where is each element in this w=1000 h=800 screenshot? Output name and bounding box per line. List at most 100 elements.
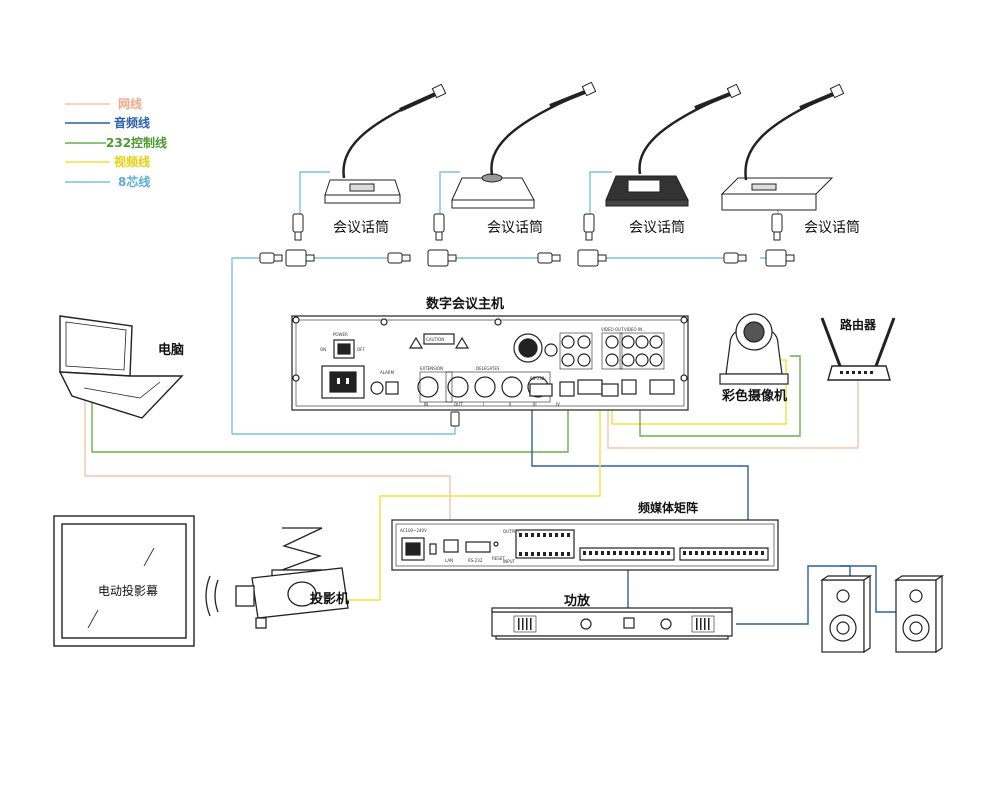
legend: 网线 音频线 232控制线 视频线 8芯线	[65, 96, 167, 189]
projector-label: 投影机	[310, 591, 349, 607]
t-connector	[537, 213, 607, 267]
speaker-1	[820, 574, 872, 654]
terminal-pin	[595, 551, 598, 555]
terminal-pin	[543, 533, 546, 537]
terminal-pin	[719, 551, 722, 555]
router-label: 路由器	[840, 317, 877, 332]
terminal-pin	[549, 552, 552, 556]
computer	[58, 315, 184, 419]
host-out-label: OUT	[454, 402, 463, 407]
matrix-rs232-label: RS-232	[468, 558, 483, 563]
host-power-label: POWER	[333, 332, 348, 337]
computer-label: 电脑	[158, 342, 184, 358]
terminal-pin	[749, 551, 752, 555]
host-port-label: II	[509, 402, 511, 407]
cable-audio-host-matrix	[531, 400, 749, 548]
cable-control-computer	[91, 398, 569, 453]
camera-label: 彩色摄像机	[721, 388, 787, 404]
terminal-pin	[695, 551, 698, 555]
t-connector	[723, 213, 795, 267]
projector	[205, 527, 349, 629]
matrix-power-label: AC100~240V	[400, 528, 427, 533]
terminal-pin	[731, 551, 734, 555]
terminal-pin	[683, 551, 686, 555]
cable-network-computer	[84, 400, 451, 545]
terminal-pin	[643, 551, 646, 555]
host-cable-plug	[450, 411, 460, 427]
cable-8core-chain	[231, 257, 780, 434]
matrix-label: 频媒体矩阵	[638, 500, 698, 515]
host-label: 数字会议主机	[426, 296, 504, 312]
terminal-pin	[701, 551, 704, 555]
host-rs232-label: RS-232	[530, 376, 545, 381]
terminal-pin	[583, 551, 586, 555]
speaker-2	[894, 574, 944, 654]
microphone-2	[451, 81, 597, 209]
legend-item-audio: 音频线	[65, 115, 150, 130]
host-port-label: III	[533, 402, 537, 407]
terminal-pin	[607, 551, 610, 555]
terminal-pin	[531, 533, 534, 537]
t-connector	[259, 213, 315, 267]
host-delegates-label: DELEGATES	[476, 366, 500, 371]
terminal-pin	[549, 533, 552, 537]
terminal-pin	[737, 551, 740, 555]
screen-label: 电动投影幕	[98, 583, 158, 598]
terminal-pin	[631, 551, 634, 555]
host-on-label: ON	[320, 347, 326, 352]
terminal-pin	[613, 551, 616, 555]
terminal-pin	[637, 551, 640, 555]
terminal-pin	[555, 533, 558, 537]
terminal-pin	[537, 533, 540, 537]
host-off-label: OFF	[357, 347, 365, 352]
terminal-pin	[619, 551, 622, 555]
matrix-input-label: INPUT	[503, 559, 516, 564]
amplifier-label: 功放	[564, 593, 591, 609]
terminal-pin	[519, 533, 522, 537]
terminal-pin	[589, 551, 592, 555]
host-port-label: I	[483, 402, 484, 407]
matrix-phoenix-pins	[519, 533, 764, 556]
host-video-out-label: VIDEO OUT	[601, 327, 624, 332]
terminal-pin	[543, 552, 546, 556]
cable-network-router	[607, 378, 859, 449]
cable-audio-amp-speaker1	[736, 565, 851, 625]
microphone-3	[605, 83, 742, 207]
terminal-pin	[525, 552, 528, 556]
terminal-pin	[707, 551, 710, 555]
legend-label: 8芯线	[118, 174, 150, 189]
host-video-in-label: VIDEO IN	[624, 327, 642, 332]
cable-8core-mic1	[299, 171, 330, 240]
matrix-panel-text: AC100~240V LAN RS-232 RESET OUTPUT INPUT	[400, 528, 520, 564]
projection-screen	[53, 515, 195, 647]
legend-item-8core: 8芯线	[65, 174, 150, 189]
host-in-label: IN	[424, 402, 428, 407]
conference-host	[291, 315, 689, 411]
terminal-pin	[755, 551, 758, 555]
terminal-pin	[519, 552, 522, 556]
matrix-reset-label: RESET	[492, 556, 505, 561]
terminal-pin	[649, 551, 652, 555]
terminal-pin	[655, 551, 658, 555]
microphone-label: 会议话筒	[804, 219, 860, 236]
media-matrix	[391, 519, 779, 571]
host-extension-label: EXTENSION	[420, 366, 443, 371]
cable-8core-host	[232, 420, 456, 435]
terminal-pin	[661, 551, 664, 555]
terminal-pin	[567, 552, 570, 556]
router	[820, 317, 896, 381]
microphone-4	[720, 83, 845, 211]
legend-label: 232控制线	[106, 135, 167, 150]
legend-label: 音频线	[114, 115, 150, 130]
microphone-label: 会议话筒	[487, 219, 543, 236]
host-port-label: IV	[556, 402, 560, 407]
terminal-pin	[743, 551, 746, 555]
legend-label: 网线	[118, 96, 142, 111]
amplifier	[491, 607, 733, 640]
legend-item-control: 232控制线	[65, 135, 167, 150]
host-alarm-label: ALARM	[380, 370, 395, 375]
cable-control-camera	[639, 355, 801, 437]
terminal-pin	[531, 552, 534, 556]
terminal-pin	[725, 551, 728, 555]
